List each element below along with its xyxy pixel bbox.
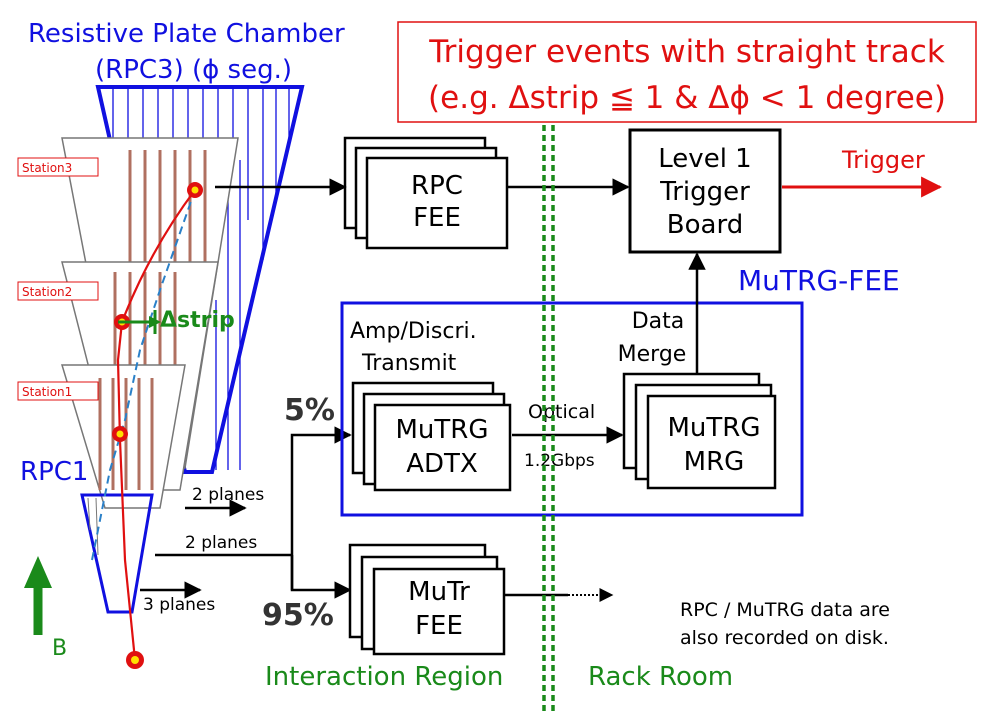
- mutr-fee-line1: MuTr: [408, 577, 470, 607]
- mutrg-fee-label: MuTRG-FEE: [738, 264, 900, 297]
- planes-mid-label: 2 planes: [185, 533, 257, 553]
- rpc1-chamber: [80, 493, 154, 614]
- station3-label: Station3: [22, 161, 72, 175]
- trigger-note-box: [397, 21, 977, 123]
- rpc-fee-line1: RPC: [411, 171, 463, 201]
- level1-line3: Board: [667, 210, 743, 240]
- mrg-line1: MuTRG: [667, 413, 760, 443]
- pct-95-label: 95%: [262, 598, 334, 633]
- rack-room-label: Rack Room: [588, 662, 733, 692]
- pct-5-label: 5%: [284, 393, 335, 428]
- data-merge-line2: Merge: [618, 342, 687, 367]
- mutrg-mrg-box: [622, 372, 777, 490]
- rpc1-label: RPC1: [20, 457, 88, 487]
- mutr-fee-box: [348, 543, 506, 656]
- optical-line1: Optical: [528, 401, 595, 423]
- rpc-fee-line2: FEE: [413, 203, 461, 233]
- level1-line2: Trigger: [659, 177, 750, 207]
- disk-note-line2: also recorded on disk.: [680, 627, 889, 649]
- station2-label: Station2: [22, 285, 72, 299]
- rpc-fee-box: [343, 136, 509, 250]
- station1-label: Station1: [22, 385, 72, 399]
- optical-line2: 1.2Gbps: [524, 451, 595, 471]
- planes-top-label: 2 planes: [192, 485, 264, 505]
- mutr-fee-line2: FEE: [415, 611, 463, 641]
- b-field-label: B: [52, 636, 67, 661]
- amp-label-line1: Amp/Discri.: [350, 319, 477, 344]
- mutrg-adtx-box: [351, 381, 512, 492]
- mutrg-fee-region: [340, 301, 804, 517]
- interaction-region-label: Interaction Region: [265, 662, 503, 692]
- split-arrows: [290, 426, 352, 599]
- muon-track: [91, 182, 203, 669]
- adtx-line1: MuTRG: [395, 415, 488, 445]
- delta-strip-label: Δstrip: [160, 308, 235, 333]
- chamber-title-line2: (RPC3) (ϕ seg.): [95, 55, 292, 85]
- trigger-note-line2: (e.g. Δstrip ≦ 1 & Δϕ < 1 degree): [428, 80, 946, 116]
- adtx-line2: ADTX: [406, 449, 478, 479]
- delta-strip-marker: [118, 310, 161, 334]
- data-merge-line1: Data: [632, 309, 685, 334]
- amp-label-line2: Transmit: [361, 351, 457, 376]
- b-field-arrow: [24, 556, 52, 635]
- region-divider: [542, 125, 555, 713]
- chamber-title-line1: Resistive Plate Chamber: [28, 19, 345, 49]
- trigger-note-line1: Trigger events with straight track: [428, 34, 945, 70]
- planes-arrows: [140, 499, 292, 599]
- mrg-line2: MRG: [684, 447, 745, 477]
- level1-line1: Level 1: [658, 144, 751, 174]
- level1-trigger-board: [628, 128, 782, 254]
- disk-note-line1: RPC / MuTRG data are: [680, 599, 890, 621]
- planes-bot-label: 3 planes: [143, 595, 215, 615]
- trigger-output-label: Trigger: [841, 146, 925, 174]
